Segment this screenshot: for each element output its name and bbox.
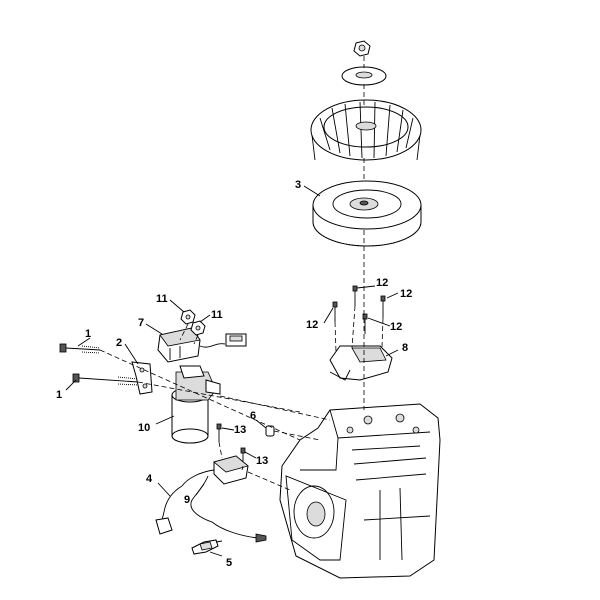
callout-7: 7 — [138, 317, 144, 329]
callout-4: 4 — [146, 473, 153, 485]
engine-block — [279, 403, 441, 579]
alignment-lines — [99, 56, 384, 491]
regulator — [157, 327, 226, 363]
callout-13: 13 — [256, 455, 268, 467]
callout-8: 8 — [402, 342, 408, 354]
callout-12: 12 — [376, 277, 388, 289]
callout-1: 1 — [56, 389, 62, 401]
starter-bracket — [131, 361, 153, 395]
flywheel-nut — [353, 40, 371, 57]
callout-11: 11 — [211, 309, 223, 321]
screw — [332, 301, 338, 322]
regulator-connector — [225, 333, 247, 347]
spark-plug — [191, 539, 223, 555]
nut — [190, 320, 206, 336]
callout-10: 10 — [138, 422, 150, 434]
bolt — [59, 343, 101, 354]
callout-11: 11 — [156, 293, 168, 305]
nut — [180, 309, 196, 325]
spark-plug-wire — [155, 485, 183, 535]
bolt — [72, 373, 139, 386]
starter-motor — [171, 365, 221, 444]
callout-12: 12 — [390, 321, 402, 333]
screw — [216, 423, 222, 442]
callout-5: 5 — [226, 557, 232, 569]
callout-1: 1 — [85, 328, 91, 340]
callout-9: 9 — [184, 494, 190, 506]
callout-6: 6 — [250, 410, 256, 422]
callout-2: 2 — [116, 337, 122, 349]
flywheel-fan — [310, 99, 422, 161]
screw — [362, 313, 368, 334]
callout-13: 13 — [234, 424, 246, 436]
ignition-module — [329, 345, 393, 381]
callouts: 1 1 2 3 4 5 6 7 8 9 10 11 11 12 12 12 12… — [56, 179, 412, 569]
callout-12: 12 — [400, 288, 412, 300]
callout-12: 12 — [306, 319, 318, 331]
screw — [380, 295, 386, 318]
leader-lines — [65, 185, 399, 557]
spacer — [265, 425, 275, 437]
flywheel-washer — [341, 66, 387, 86]
callout-3: 3 — [295, 179, 301, 191]
screw — [352, 285, 358, 306]
ignition-coil — [181, 455, 249, 487]
flywheel — [312, 180, 422, 247]
